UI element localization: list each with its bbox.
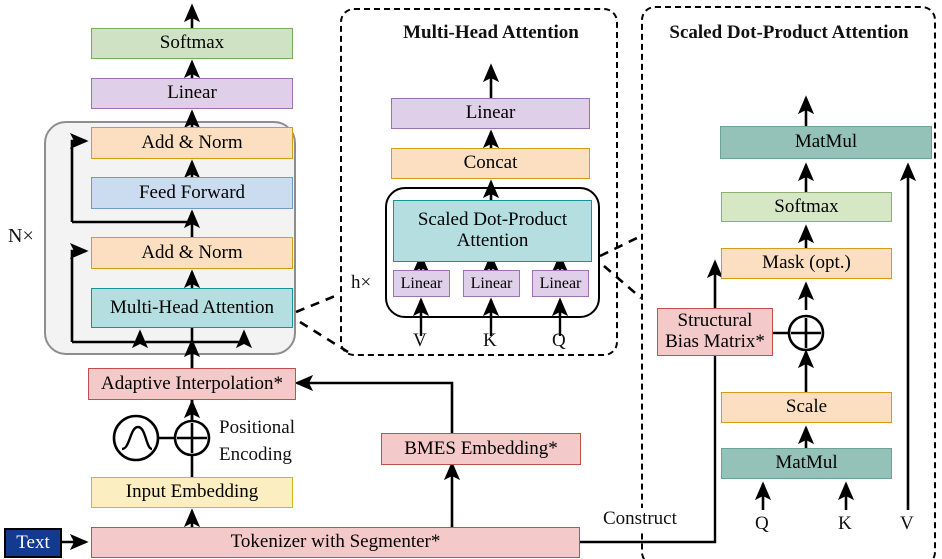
input-label: Q bbox=[552, 330, 566, 351]
pe-label-2: Encoding bbox=[219, 444, 292, 465]
mha-projection-linear-k[interactable]: Linear bbox=[463, 270, 520, 297]
panel-title-multi-head-attention: Multi-Head Attention bbox=[388, 22, 594, 44]
block-softmax-output[interactable]: Softmax bbox=[91, 28, 293, 59]
mha-heads-container bbox=[385, 187, 600, 318]
block-label: Softmax bbox=[774, 195, 839, 217]
input-label: V bbox=[413, 330, 427, 351]
panel-title-scaled-dot-product-attention: Scaled Dot-Product Attention bbox=[655, 22, 923, 44]
mha-block-linear[interactable]: Linear bbox=[391, 98, 590, 129]
input-node-label: Text bbox=[16, 531, 50, 553]
block-feed-forward[interactable]: Feed Forward bbox=[91, 177, 293, 209]
sdpa-block-scale[interactable]: Scale bbox=[721, 392, 892, 423]
block-add-norm-bottom[interactable]: Add & Norm bbox=[91, 237, 293, 269]
block-label: MatMul bbox=[794, 131, 858, 153]
bias-label-line1: Structural bbox=[677, 310, 753, 332]
block-label: Scaled Dot-Product Attention bbox=[417, 209, 568, 251]
input-label: Q bbox=[755, 513, 769, 534]
mha-projection-linear-v[interactable]: Linear bbox=[393, 270, 450, 297]
input-node-text[interactable]: Text bbox=[4, 528, 62, 558]
bias-label-line2: Bias Matrix* bbox=[665, 331, 765, 352]
input-label: K bbox=[483, 330, 497, 351]
label-n-times: N× bbox=[8, 225, 34, 248]
sdpa-block-softmax[interactable]: Softmax bbox=[721, 192, 892, 222]
block-label: Softmax bbox=[159, 32, 225, 54]
block-input-embedding[interactable]: Input Embedding bbox=[91, 477, 293, 508]
input-label: K bbox=[838, 513, 852, 534]
panel-scaled-dot-product-attention bbox=[641, 6, 936, 559]
block-label: Linear bbox=[167, 82, 217, 104]
block-label: Feed Forward bbox=[138, 181, 246, 203]
edge-label-construct: Construct bbox=[601, 508, 679, 530]
sdpa-input-label-v: V bbox=[900, 513, 914, 535]
label-positional-encoding-line2: Encoding bbox=[219, 444, 292, 466]
block-label: Tokenizer with Segmenter* bbox=[230, 531, 441, 553]
mha-input-label-v: V bbox=[413, 330, 427, 352]
sdpa-input-label-q: Q bbox=[755, 513, 769, 535]
block-add-norm-top[interactable]: Add & Norm bbox=[91, 127, 293, 159]
block-label: MatMul bbox=[775, 452, 838, 474]
input-label: V bbox=[900, 513, 914, 534]
pe-label-1: Positional bbox=[219, 417, 296, 438]
block-label: Add & Norm bbox=[141, 241, 243, 263]
mha-projection-linear-q[interactable]: Linear bbox=[532, 270, 589, 297]
block-label: Multi-Head Attention bbox=[109, 296, 275, 318]
sdpa-input-label-k: K bbox=[838, 513, 852, 535]
block-label: Mask (opt.) bbox=[762, 252, 851, 274]
block-adaptive-interpolation[interactable]: Adaptive Interpolation* bbox=[88, 368, 296, 400]
block-multi-head-attention[interactable]: Multi-Head Attention bbox=[91, 288, 293, 328]
repeat-label: h× bbox=[351, 272, 372, 293]
mha-block-scaled-dot-product-attention[interactable]: Scaled Dot-Product Attention bbox=[393, 200, 592, 262]
panel-multi-head-attention bbox=[340, 8, 618, 356]
block-label: BMES Embedding* bbox=[404, 437, 558, 459]
block-label: Linear bbox=[470, 274, 513, 292]
repeat-label: N× bbox=[8, 225, 34, 247]
panel-title-text: Scaled Dot-Product Attention bbox=[669, 22, 909, 43]
block-bmes-embedding[interactable]: BMES Embedding* bbox=[381, 433, 581, 465]
block-label: Linear bbox=[539, 274, 582, 292]
label-h-times: h× bbox=[351, 272, 371, 294]
block-tokenizer-with-segmenter[interactable]: Tokenizer with Segmenter* bbox=[91, 527, 580, 558]
panel-title-text: Multi-Head Attention bbox=[403, 22, 579, 43]
block-label: Input Embedding bbox=[125, 481, 259, 503]
block-linear-output[interactable]: Linear bbox=[91, 78, 293, 109]
block-label: Linear bbox=[465, 102, 516, 124]
label-positional-encoding-line1: Positional bbox=[219, 417, 295, 439]
sdpa-block-matmul-top[interactable]: MatMul bbox=[720, 126, 932, 159]
mha-input-label-k: K bbox=[483, 330, 497, 352]
edge-label-text: Construct bbox=[603, 508, 677, 529]
block-label: Scale bbox=[785, 396, 828, 418]
mha-input-label-q: Q bbox=[552, 330, 566, 352]
block-label: Linear bbox=[400, 274, 443, 292]
sdpa-block-structural-bias-matrix[interactable]: Structural Bias Matrix* bbox=[657, 308, 773, 356]
block-label: Concat bbox=[463, 152, 518, 174]
mha-block-concat[interactable]: Concat bbox=[391, 148, 590, 179]
block-label: Add & Norm bbox=[141, 131, 243, 153]
sdpa-block-matmul-bottom[interactable]: MatMul bbox=[721, 448, 892, 479]
sdpa-block-mask[interactable]: Mask (opt.) bbox=[721, 248, 892, 279]
block-label: Adaptive Interpolation* bbox=[100, 372, 284, 394]
